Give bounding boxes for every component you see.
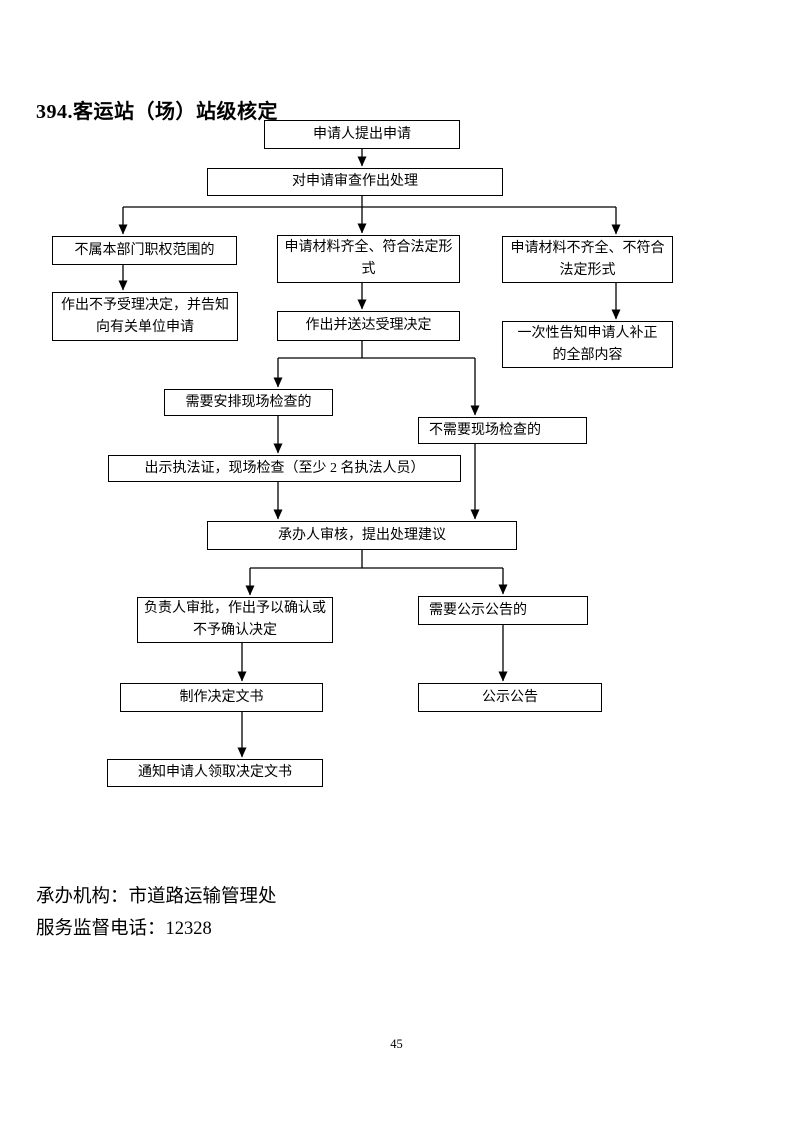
flow-box-need-publicity: 需要公示公告的 [418, 596, 588, 625]
flow-box-make-document: 制作决定文书 [120, 683, 323, 712]
flow-box-need-inspection: 需要安排现场检查的 [164, 389, 333, 416]
flow-box-notify-collect: 通知申请人领取决定文书 [107, 759, 323, 787]
flow-box-apply: 申请人提出申请 [264, 120, 460, 149]
flow-box-materials-incomplete: 申请材料不齐全、不符合 法定形式 [502, 236, 673, 283]
flow-box-no-inspection: 不需要现场检查的 [418, 417, 587, 444]
flow-box-materials-complete: 申请材料齐全、符合法定形 式 [277, 235, 460, 283]
connector-handler-split [250, 550, 503, 569]
flow-box-reject-decision: 作出不予受理决定，并告知 向有关单位申请 [52, 292, 238, 341]
flow-box-publicity: 公示公告 [418, 683, 602, 712]
footer-hotline: 服务监督电话：12328 [36, 919, 212, 939]
page-number: 45 [390, 1037, 403, 1051]
connector-review-split [123, 196, 616, 208]
flow-box-outside-authority: 不属本部门职权范围的 [52, 236, 237, 265]
flow-box-handler-review: 承办人审核，提出处理建议 [207, 521, 517, 550]
flow-box-show-credentials: 出示执法证，现场检查（至少 2 名执法人员） [108, 455, 461, 482]
flow-box-review: 对申请审查作出处理 [207, 168, 503, 196]
footer-agency: 承办机构：市道路运输管理处 [36, 887, 277, 907]
flow-box-one-time-notice: 一次性告知申请人补正 的全部内容 [502, 321, 673, 368]
flow-box-leader-approval: 负责人审批，作出予以确认或 不予确认决定 [137, 597, 333, 643]
page-title: 394.客运站（场）站级核定 [36, 101, 278, 124]
connector-acceptance-split [278, 341, 475, 359]
flow-box-acceptance-decision: 作出并送达受理决定 [277, 311, 460, 341]
